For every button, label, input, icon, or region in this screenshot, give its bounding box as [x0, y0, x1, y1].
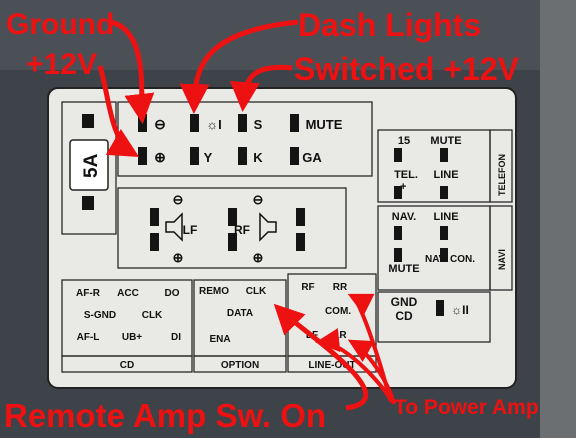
navi-block: NAVI NAV. LINE MUTE NAV. CON.	[377, 205, 513, 291]
pin-k: K	[253, 150, 263, 165]
cd-afr: AF-R	[76, 288, 101, 299]
pin-ga: GA	[302, 150, 322, 165]
tel-line: LINE	[433, 169, 458, 181]
cd-sgnd: S-GND	[84, 310, 116, 321]
switched-arrow	[229, 64, 293, 112]
lo-lr: LR	[333, 330, 347, 341]
speaker-block: ⊖ LF ⊕ ⊖ RF ⊕	[117, 187, 347, 269]
ground-arrow	[109, 19, 155, 124]
lo-rf: RF	[301, 282, 314, 293]
lf-minus: ⊖	[173, 192, 184, 207]
opt-remo: REMO	[199, 286, 229, 297]
ground-label: Ground	[6, 8, 114, 41]
annotations: Ground +12V Dash Lights Switched +12V Re…	[4, 7, 539, 434]
lineout-section-label: LINE-OUT	[308, 360, 355, 371]
lo-com: COM.	[325, 306, 351, 317]
dash-lights-arrow	[179, 19, 299, 114]
tel-15: 15	[398, 135, 410, 147]
lf-speaker-icon	[165, 212, 183, 242]
metal-right	[540, 0, 576, 438]
gnd-label: GND	[391, 295, 418, 309]
plus12-arrow	[97, 65, 140, 158]
tel-plus: +	[400, 181, 406, 193]
cd-afl: AF-L	[77, 332, 100, 343]
gnd-block: GND CD ☼II	[377, 291, 491, 343]
telefon-header: TELEFON	[497, 154, 507, 196]
navi-header: NAVI	[497, 249, 507, 270]
navi-mute: MUTE	[388, 263, 419, 275]
switched-label: Switched +12V	[294, 51, 520, 87]
cd-section-label: CD	[120, 360, 134, 371]
navi-line: LINE	[433, 211, 458, 223]
cd-do: DO	[165, 288, 180, 299]
label-plate	[47, 87, 517, 389]
plus12-label: +12V	[26, 48, 97, 81]
pin-mute: MUTE	[306, 117, 343, 132]
lo-rr: RR	[333, 282, 348, 293]
minus-symbol: ⊖	[154, 116, 166, 132]
telefon-block: TELEFON 15 MUTE TEL. LINE + -	[377, 129, 513, 203]
fuse: 5A	[61, 101, 117, 235]
lf-label: LF	[183, 223, 198, 237]
tel-tel: TEL.	[394, 169, 418, 181]
rf-label: RF	[234, 223, 250, 237]
cd-clk: CLK	[142, 310, 163, 321]
cd-label: CD	[395, 309, 413, 323]
rf-plus: ⊕	[253, 250, 264, 265]
option-section-label: OPTION	[221, 360, 259, 371]
navi-navcon: NAV. CON.	[425, 254, 475, 265]
cd-acc: ACC	[117, 288, 139, 299]
rf-minus: ⊖	[253, 192, 264, 207]
opt-clk: CLK	[246, 286, 267, 297]
tel-mute: MUTE	[430, 135, 461, 147]
antenna-icon: Y	[204, 150, 213, 165]
illumination-icon: ☼II	[451, 303, 469, 317]
pin-s: S	[254, 117, 263, 132]
fuse-rating: 5A	[81, 153, 102, 178]
rf-speaker-icon	[259, 212, 277, 242]
cd-di: DI	[171, 332, 181, 343]
cd-ub-symbol: UB+	[122, 332, 142, 343]
top-block: ⊖ ☼I S MUTE ⊕ Y K GA	[117, 101, 373, 177]
remote-arrow	[273, 303, 368, 411]
remote-label: Remote Amp Sw. On	[4, 397, 326, 434]
opt-ena: ENA	[209, 334, 230, 345]
lamp-icon: ☼I	[206, 117, 222, 132]
plus-symbol: ⊕	[154, 149, 166, 165]
metal-highlight	[0, 0, 576, 70]
power-amp-label: To Power Amp	[394, 396, 539, 419]
navi-nav: NAV.	[392, 211, 416, 223]
opt-data: DATA	[227, 308, 253, 319]
power-amp-arrow-3	[347, 339, 396, 405]
lf-plus: ⊕	[173, 250, 184, 265]
power-amp-arrow-2	[315, 328, 394, 403]
dash-lights-label: Dash Lights	[298, 7, 481, 43]
cd-block: AF-R ACC DO S-GND CLK AF-L UB+ DI CD	[61, 279, 193, 373]
